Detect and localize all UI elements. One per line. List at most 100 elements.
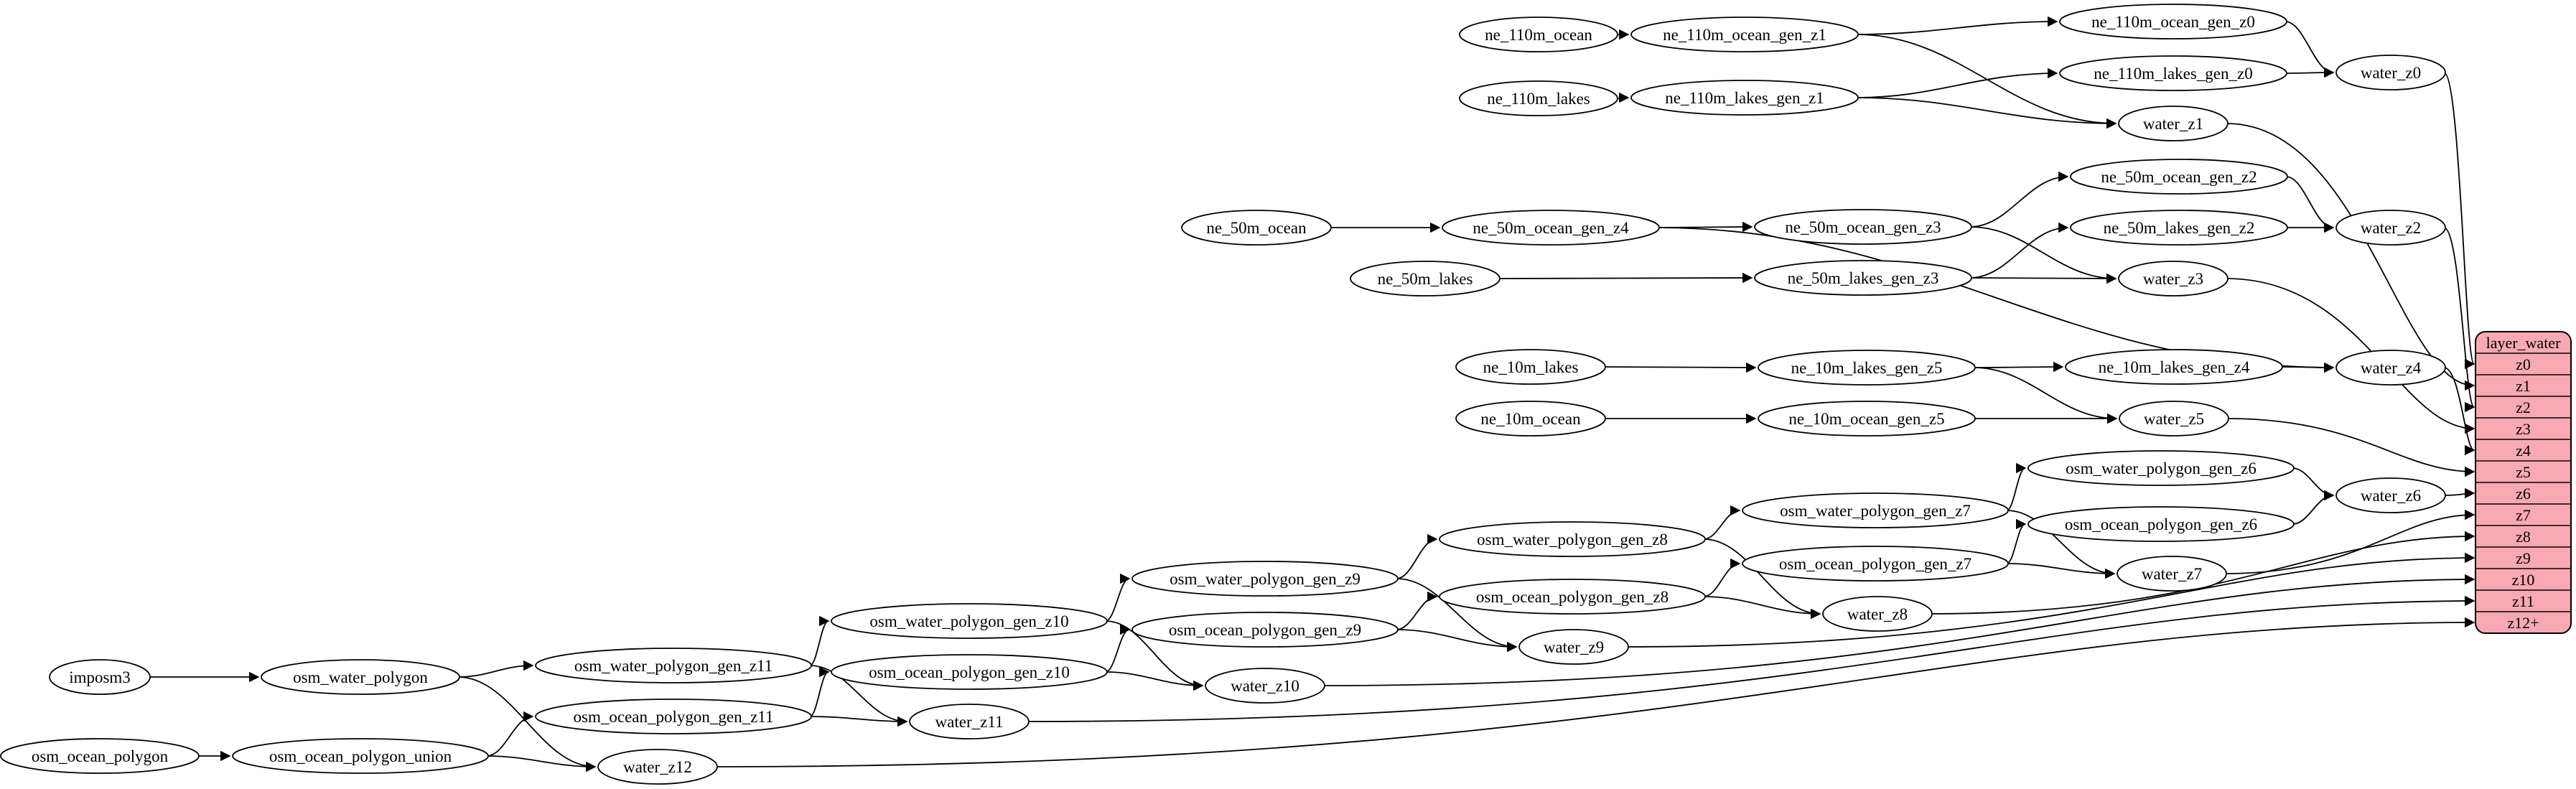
node-water_z5: water_z5 [2119, 401, 2229, 436]
node-ne_50m_lakes_gen_z3: ne_50m_lakes_gen_z3 [1754, 260, 1972, 296]
edge-water_z1-to-layer_water-z1 [2226, 123, 2475, 391]
node-osm_ocean_polygon_gen_z10: osm_ocean_polygon_gen_z10 [831, 654, 1108, 690]
node-label-ne_110m_lakes: ne_110m_lakes [1487, 90, 1590, 108]
node-ellipse-ne_50m_lakes_gen_z2 [2070, 210, 2288, 246]
node-label-ne_50m_ocean_gen_z2: ne_50m_ocean_gen_z2 [2101, 168, 2257, 186]
node-ellipse-osm_ocean_polygon_gen_z10 [831, 654, 1108, 690]
node-ellipse-osm_water_polygon_gen_z9 [1131, 561, 1399, 597]
node-label-osm_water_polygon_gen_z6: osm_water_polygon_gen_z6 [2066, 459, 2257, 477]
node-water_z1: water_z1 [2118, 106, 2229, 141]
node-ellipse-water_z4 [2335, 350, 2446, 386]
table-row-z8: z8 [2516, 528, 2531, 546]
node-label-water_z6: water_z6 [2361, 487, 2421, 505]
node-ne_110m_ocean_gen_z0: ne_110m_ocean_gen_z0 [2059, 4, 2287, 39]
edge-ne_50m_lakes-to-ne_50m_lakes_gen_z3 [1498, 272, 1753, 284]
node-water_z4: water_z4 [2335, 350, 2446, 386]
node-ne_50m_ocean_gen_z4: ne_50m_ocean_gen_z4 [1442, 210, 1660, 246]
node-ellipse-osm_ocean_polygon_gen_z6 [2027, 506, 2295, 542]
node-ellipse-osm_ocean_polygon_gen_z11 [535, 699, 812, 734]
node-ellipse-osm_ocean_polygon_gen_z8 [1439, 579, 1706, 615]
edge-osm_water_polygon_gen_z7-to-water_z7 [2006, 510, 2116, 579]
node-ellipse-imposm3 [49, 659, 151, 695]
node-ellipse-ne_50m_ocean_gen_z3 [1754, 209, 1972, 245]
node-label-water_z0: water_z0 [2361, 64, 2421, 82]
node-ellipse-water_z11 [909, 704, 1030, 739]
node-ellipse-water_z5 [2119, 401, 2229, 436]
node-imposm3: imposm3 [49, 659, 151, 695]
node-ne_10m_ocean_gen_z5: ne_10m_ocean_gen_z5 [1758, 401, 1976, 436]
node-ellipse-ne_50m_lakes_gen_z3 [1754, 260, 1972, 296]
edge-osm_ocean_polygon_gen_z9-to-osm_ocean_polygon_gen_z8 [1396, 591, 1438, 630]
node-water_z8: water_z8 [1822, 596, 1933, 632]
table-title: layer_water [2486, 334, 2561, 352]
node-label-ne_50m_lakes_gen_z3: ne_50m_lakes_gen_z3 [1788, 269, 1939, 287]
node-label-imposm3: imposm3 [69, 668, 131, 686]
edge-osm_ocean_polygon_gen_z11-to-osm_ocean_polygon_gen_z10 [809, 666, 830, 717]
node-ellipse-osm_water_polygon_gen_z8 [1439, 521, 1706, 557]
node-ellipse-osm_water_polygon_gen_z11 [535, 648, 812, 683]
node-osm_ocean_polygon_gen_z8: osm_ocean_polygon_gen_z8 [1439, 579, 1706, 615]
node-label-osm_water_polygon_gen_z8: osm_water_polygon_gen_z8 [1477, 531, 1668, 548]
edge-ne_50m_lakes_gen_z3-to-water_z3 [1969, 273, 2117, 284]
node-ne_110m_ocean_gen_z1: ne_110m_ocean_gen_z1 [1630, 17, 1859, 52]
node-label-osm_ocean_polygon_gen_z9: osm_ocean_polygon_gen_z9 [1169, 621, 1361, 639]
node-water_z10: water_z10 [1205, 668, 1325, 704]
node-ellipse-ne_110m_lakes [1459, 80, 1618, 116]
node-osm_water_polygon_gen_z7: osm_water_polygon_gen_z7 [1742, 492, 2009, 528]
node-ne_110m_lakes: ne_110m_lakes [1459, 80, 1618, 116]
node-label-water_z11: water_z11 [935, 713, 1004, 731]
node-ellipse-osm_water_polygon_gen_z10 [831, 603, 1108, 639]
node-label-osm_ocean_polygon: osm_ocean_polygon [32, 747, 169, 765]
node-water_z7: water_z7 [2117, 556, 2227, 592]
node-osm_water_polygon_gen_z10: osm_water_polygon_gen_z10 [831, 603, 1108, 639]
node-label-osm_ocean_polygon_gen_z8: osm_ocean_polygon_gen_z8 [1476, 588, 1669, 606]
edge-layer [148, 16, 2475, 772]
node-label-osm_water_polygon_gen_z7: osm_water_polygon_gen_z7 [1780, 502, 1971, 520]
edge-osm_water_polygon_gen_z8-to-osm_water_polygon_gen_z7 [1703, 505, 1741, 540]
node-ne_50m_ocean: ne_50m_ocean [1181, 210, 1332, 246]
edge-water_z11-to-layer_water-z11 [1027, 595, 2475, 722]
node-ellipse-ne_10m_lakes_gen_z4 [2065, 349, 2283, 385]
edge-ne_50m_ocean_gen_z4-to-water_z4 [1657, 227, 2335, 373]
edge-water_z3-to-layer_water-z3 [2226, 278, 2475, 434]
edge-osm_ocean_polygon_gen_z9-to-water_z9 [1396, 629, 1518, 653]
node-ne_10m_lakes_gen_z4: ne_10m_lakes_gen_z4 [2065, 349, 2283, 385]
node-ellipse-water_z0 [2335, 55, 2446, 90]
edge-ne_50m_ocean_gen_z3-to-water_z3 [1969, 226, 2117, 284]
node-label-ne_10m_ocean_gen_z5: ne_10m_ocean_gen_z5 [1788, 410, 1944, 428]
node-label-ne_110m_ocean_gen_z0: ne_110m_ocean_gen_z0 [2091, 13, 2255, 31]
node-water_z0: water_z0 [2335, 55, 2446, 90]
table-row-z4: z4 [2516, 442, 2531, 459]
node-water_z6: water_z6 [2335, 477, 2446, 513]
node-label-water_z3: water_z3 [2143, 270, 2203, 288]
node-label-osm_water_polygon_gen_z10: osm_water_polygon_gen_z10 [869, 612, 1068, 630]
node-label-osm_ocean_polygon_gen_z7: osm_ocean_polygon_gen_z7 [1779, 555, 1971, 573]
node-label-ne_10m_lakes_gen_z5: ne_10m_lakes_gen_z5 [1791, 359, 1943, 377]
edge-osm_water_polygon-to-water_z12 [457, 676, 597, 772]
node-label-water_z4: water_z4 [2361, 359, 2422, 377]
table-row-z5: z5 [2516, 463, 2531, 481]
node-water_z12: water_z12 [597, 749, 718, 785]
edge-osm_water_polygon_gen_z7-to-osm_water_polygon_gen_z6 [2006, 462, 2027, 511]
edge-ne_110m_lakes_gen_z1-to-ne_110m_lakes_gen_z0 [1856, 67, 2058, 98]
edge-osm_ocean_polygon_gen_z7-to-osm_ocean_polygon_gen_z6 [2006, 518, 2027, 564]
node-osm_water_polygon_gen_z9: osm_water_polygon_gen_z9 [1131, 561, 1399, 597]
node-ellipse-ne_110m_lakes_gen_z0 [2059, 55, 2287, 91]
node-label-water_z12: water_z12 [623, 758, 692, 776]
node-label-water_z1: water_z1 [2143, 115, 2203, 133]
node-label-water_z5: water_z5 [2144, 410, 2204, 428]
node-ellipse-water_z12 [597, 749, 718, 785]
edge-ne_10m_lakes-to-ne_10m_lakes_gen_z5 [1603, 362, 1757, 373]
edge-water_z10-to-layer_water-z10 [1322, 574, 2475, 686]
node-label-ne_50m_ocean: ne_50m_ocean [1206, 219, 1307, 237]
edge-osm_water_polygon_gen_z10-to-osm_water_polygon_gen_z9 [1105, 573, 1131, 622]
node-osm_water_polygon_gen_z6: osm_water_polygon_gen_z6 [2027, 450, 2295, 486]
node-ellipse-osm_ocean_polygon [0, 738, 200, 774]
table-row-z3: z3 [2516, 420, 2531, 438]
edge-ne_10m_lakes_gen_z5-to-ne_10m_lakes_gen_z4 [1973, 361, 2064, 373]
edge-osm_water_polygon_gen_z9-to-osm_water_polygon_gen_z8 [1396, 533, 1438, 579]
edge-osm_ocean_polygon_gen_z8-to-water_z8 [1703, 596, 1821, 620]
node-label-ne_110m_lakes_gen_z1: ne_110m_lakes_gen_z1 [1665, 89, 1824, 107]
